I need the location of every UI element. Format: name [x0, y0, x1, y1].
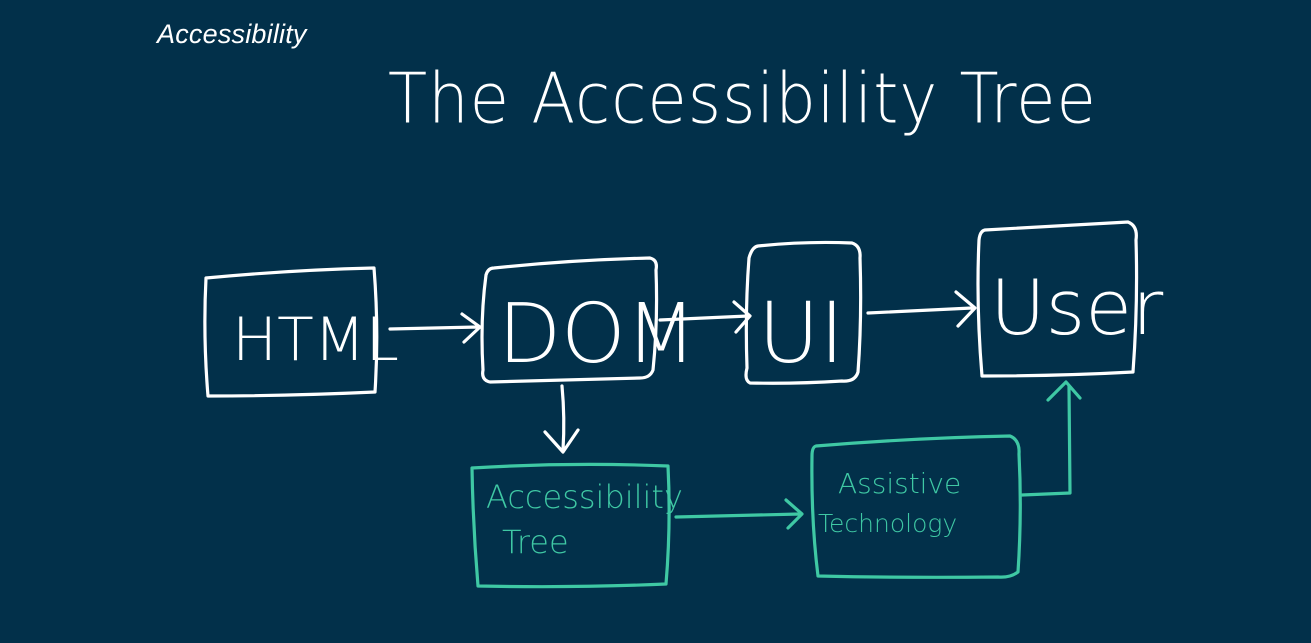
user-label: User — [990, 263, 1164, 352]
dom-label: DOM — [498, 287, 696, 382]
arrow-assistive-technology-to-user — [1020, 380, 1082, 497]
arrow-accessibility-tree-to-assistive-technology — [674, 498, 804, 530]
html-box — [203, 266, 379, 398]
assistive-technology-label-line1: Assistive — [838, 467, 961, 500]
accessibility-tree-box — [470, 462, 671, 589]
dom-box — [480, 256, 659, 384]
arrow-dom-to-ui — [658, 300, 752, 334]
ui-box — [744, 240, 863, 385]
accessibility-tree-label-line1: Accessibility — [486, 478, 683, 516]
accessibility-tree-label-line2: Tree — [502, 523, 569, 561]
html-label: HTML — [232, 305, 399, 375]
user-box — [976, 220, 1139, 378]
assistive-technology-label-line2: Technology — [818, 509, 957, 538]
arrow-html-to-dom — [388, 312, 482, 344]
arrow-dom-to-accessibility-tree — [543, 384, 580, 454]
ui-label: UI — [758, 284, 844, 382]
assistive-technology-box — [810, 434, 1022, 579]
arrow-ui-to-user — [866, 290, 977, 328]
section-label: Accessibility — [157, 19, 307, 49]
